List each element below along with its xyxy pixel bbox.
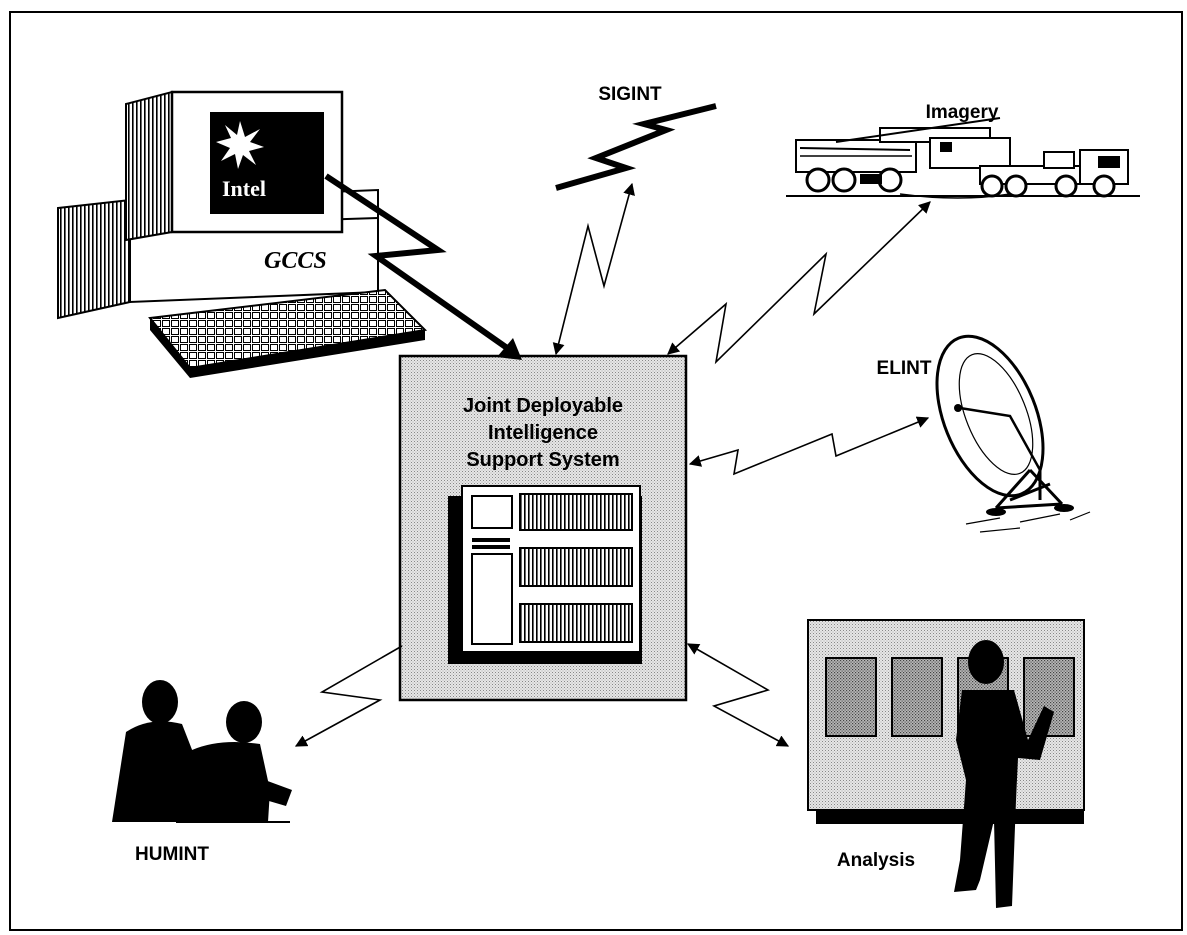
people-icon (112, 680, 292, 823)
gccs-label: GCCS (264, 248, 327, 274)
sigint-link (552, 182, 635, 356)
center-label-line-1: Joint Deployable (463, 395, 623, 417)
truck-icon (786, 117, 1140, 199)
sigint-node: SIGINT (555, 84, 717, 191)
humint-link (294, 645, 403, 747)
display-board-icon (807, 619, 1085, 824)
elint-link (688, 416, 930, 476)
screen-text: Intel (222, 176, 266, 201)
humint-label: HUMINT (135, 844, 209, 865)
sigint-label: SIGINT (598, 84, 662, 105)
center-label-line-3: Support System (466, 449, 619, 471)
jdiss-system: Joint Deployable Intelligence Support Sy… (398, 354, 688, 702)
sigint-bolt-icon (555, 103, 717, 191)
starburst-icon (216, 121, 264, 169)
elint-label: ELINT (877, 358, 932, 379)
analysis-node: Analysis (807, 619, 1085, 908)
analysis-label: Analysis (837, 850, 915, 871)
gccs-link (324, 173, 512, 353)
server-rack-icon (448, 485, 642, 664)
analysis-link (686, 643, 790, 747)
presenter-icon (954, 640, 1054, 908)
imagery-link (667, 201, 931, 365)
center-label-line-2: Intelligence (488, 422, 598, 444)
humint-node: HUMINT (112, 680, 292, 865)
elint-node: ELINT (877, 334, 1091, 533)
imagery-label: Imagery (926, 102, 999, 123)
imagery-node: Imagery (786, 102, 1140, 199)
radar-dish-icon (935, 334, 1091, 533)
gccs-computer: Intel GCCS (57, 90, 428, 378)
